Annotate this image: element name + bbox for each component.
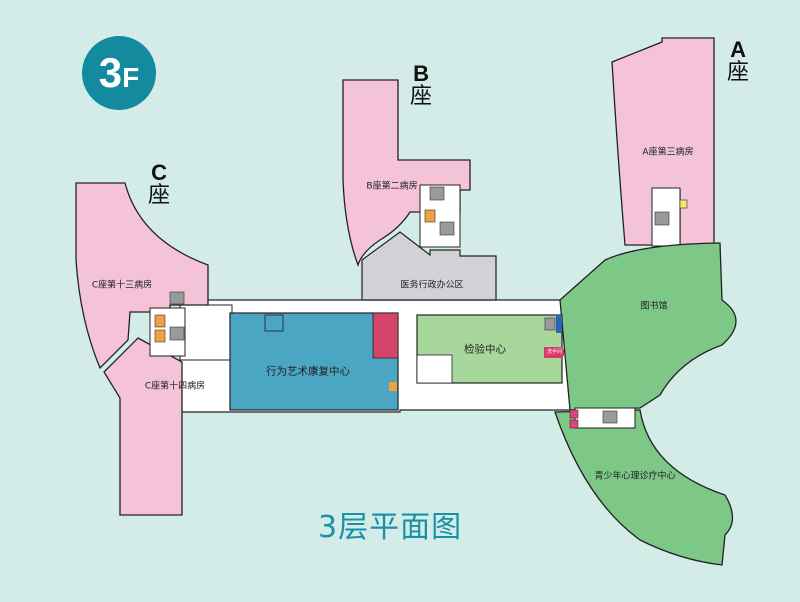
wing-c-letter: C <box>151 160 167 185</box>
rehab-stair-icon <box>264 314 284 332</box>
wing-b-letter: B <box>413 61 429 86</box>
floor-badge: 3 F <box>82 36 156 110</box>
wing-label-c: C 座 <box>148 161 170 207</box>
rehab-accent-block <box>372 312 399 359</box>
stair-icons <box>169 186 670 424</box>
rehab-elevator-icon <box>389 382 397 391</box>
room-label-restroom: 洗手间 <box>545 349 565 356</box>
rehab-center-area <box>229 312 399 411</box>
room-label-c-ward14: C座第十四病房 <box>144 381 206 392</box>
elevator-icons <box>154 199 688 429</box>
wing-label-a: A 座 <box>727 38 749 84</box>
map-title: 3层平面图 <box>318 510 463 545</box>
room-label-youth: 青少年心理诊疗中心 <box>594 471 676 482</box>
room-label-lab: 检验中心 <box>464 343 506 356</box>
library-area <box>559 242 737 411</box>
b-wing-core <box>419 184 461 248</box>
room-label-rehab: 行为艺术康复中心 <box>266 365 350 378</box>
youth-center-area <box>554 409 734 566</box>
room-label-b-ward2: B座第二病房 <box>366 181 418 192</box>
room-label-a-ward3: A座第三病房 <box>642 147 694 158</box>
admin-area <box>361 231 497 301</box>
wing-a-letter: A <box>730 37 746 62</box>
lab-utility-core <box>416 354 453 384</box>
wing-c-char: 座 <box>148 183 171 209</box>
wing-a-char: 座 <box>727 60 750 86</box>
corridor-connector-c <box>179 304 233 361</box>
floor-letter: F <box>122 62 140 93</box>
room-label-admin: 医务行政办公区 <box>400 280 464 291</box>
wing-label-b: B 座 <box>410 62 432 108</box>
floor-number: 3 <box>98 49 123 96</box>
room-label-c-ward13: C座第十三病房 <box>91 280 153 291</box>
c-wing-lower-ward <box>103 337 183 516</box>
lab-blue-marker <box>556 315 562 333</box>
wing-b-char: 座 <box>410 84 433 110</box>
room-label-library: 图书馆 <box>640 301 668 312</box>
